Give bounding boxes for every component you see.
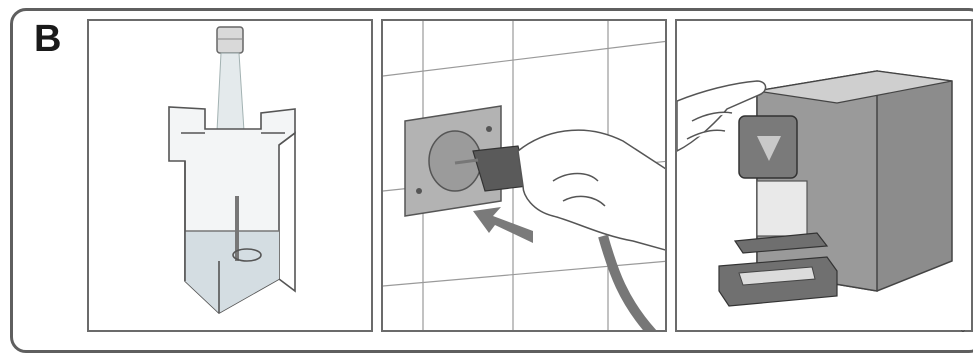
- hand: [518, 130, 667, 251]
- corner-mark: ˇ: [961, 328, 965, 342]
- step-letter: B: [34, 20, 61, 58]
- coffee-machine-illustration: [677, 21, 973, 332]
- panel-plug-in-power: [381, 19, 667, 332]
- panel-press-power-button: [675, 19, 973, 332]
- insert-arrow: [473, 207, 533, 243]
- coffee-machine: [719, 71, 952, 306]
- plug-in-illustration: [383, 21, 667, 332]
- panel-fill-water-tank: [87, 19, 373, 332]
- power-cord: [603, 236, 653, 332]
- fill-water-tank-illustration: [89, 21, 373, 332]
- faucet-icon: [217, 27, 243, 53]
- water-tank: [169, 107, 295, 313]
